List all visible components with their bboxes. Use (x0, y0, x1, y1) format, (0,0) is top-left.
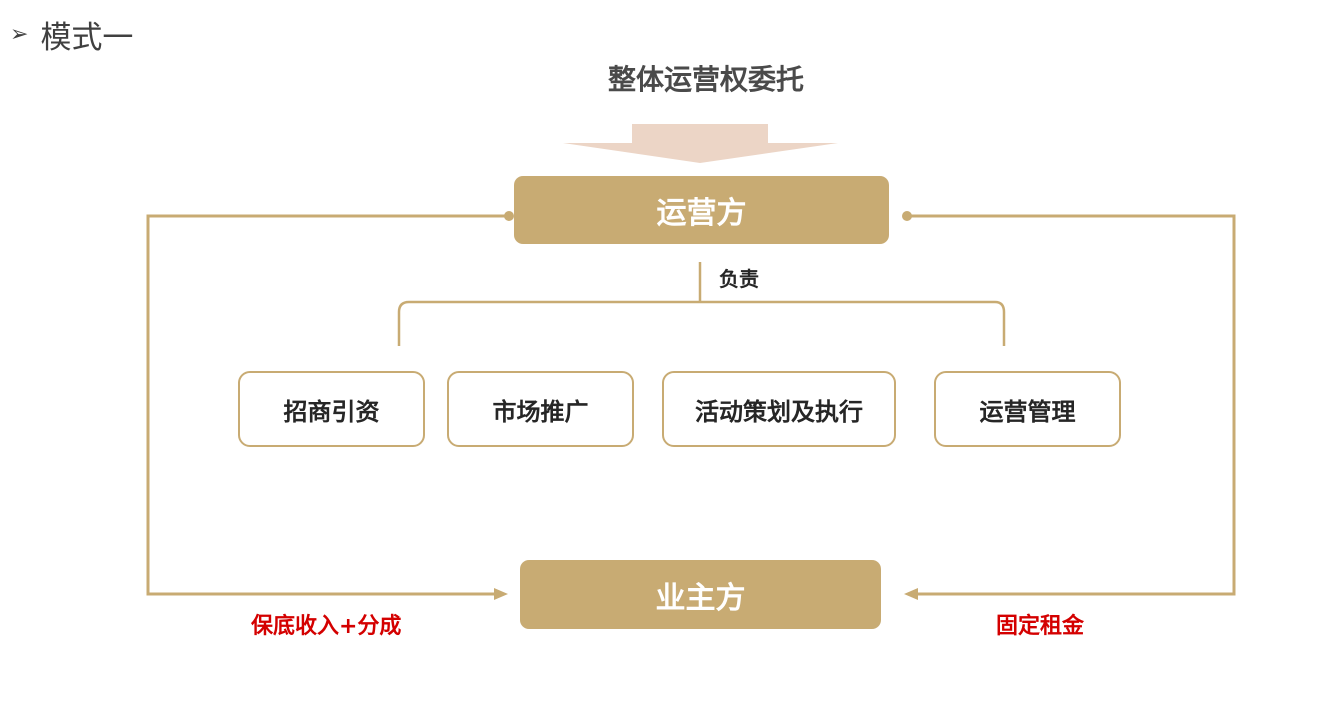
duty-bracket (397, 300, 1006, 346)
bullet-arrow-icon: ➢ (10, 21, 29, 47)
duty-box-events: 活动策划及执行 (662, 371, 896, 447)
operator-box: 运营方 (514, 176, 889, 244)
left-flow-label: 保底收入+分成 (251, 614, 402, 639)
duty-box-investment: 招商引资 (238, 371, 425, 447)
right-loop-dot (902, 211, 912, 221)
duty-box-operations: 运营管理 (934, 371, 1121, 447)
down-arrow-shape (563, 124, 838, 163)
right-loop-line (907, 214, 1236, 596)
left-loop-arrowhead (494, 588, 508, 600)
slide-title: ➢ 模式一 (10, 12, 133, 56)
duty-box-marketing: 市场推广 (447, 371, 634, 447)
left-loop-line (146, 214, 509, 596)
diagram-header: 整体运营权委托 (607, 63, 804, 96)
slide-title-text: 模式一 (40, 19, 134, 56)
responsible-label: 负责 (719, 267, 759, 291)
right-flow-label: 固定租金 (996, 614, 1085, 639)
owner-box: 业主方 (520, 560, 881, 629)
right-loop-arrowhead (904, 588, 918, 600)
left-loop-dot (504, 211, 514, 221)
